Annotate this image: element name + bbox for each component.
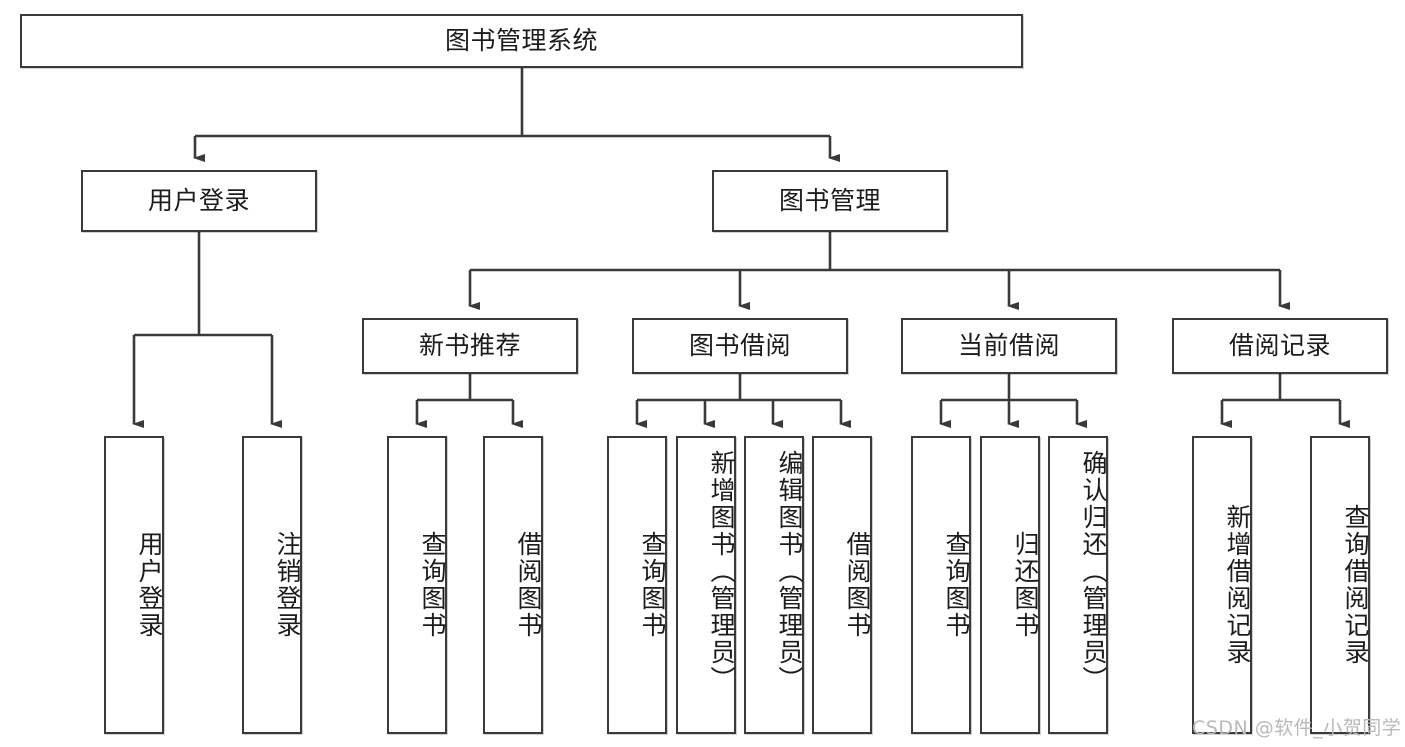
node-label: 归还图书 (1011, 531, 1040, 639)
node-label: 借阅记录 (1228, 331, 1331, 361)
node-label: 注销登录 (273, 531, 302, 639)
node-user-login[interactable]: 用户登录 (81, 170, 317, 232)
node-book-borrow[interactable]: 图书借阅 (632, 318, 848, 374)
node-leaf-query-book-1[interactable]: 查询图书 (387, 436, 447, 734)
node-leaf-add-record[interactable]: 新增借阅记录 (1192, 436, 1252, 734)
node-label: 借阅图书 (514, 531, 543, 639)
node-leaf-borrow-book-1[interactable]: 借阅图书 (483, 436, 543, 734)
node-leaf-edit-book[interactable]: 编辑图书（管理员） (744, 436, 804, 734)
node-label: 借阅图书 (843, 531, 872, 639)
node-label: 用户登录 (135, 531, 164, 639)
node-leaf-confirm-return[interactable]: 确认归还（管理员） (1048, 436, 1108, 734)
node-book-management[interactable]: 图书管理 (712, 170, 948, 232)
node-current-borrow[interactable]: 当前借阅 (901, 318, 1117, 374)
node-borrow-record[interactable]: 借阅记录 (1172, 318, 1388, 374)
node-leaf-query-book-3[interactable]: 查询图书 (911, 436, 971, 734)
node-leaf-query-book-2[interactable]: 查询图书 (607, 436, 667, 734)
node-label: 查询借阅记录 (1341, 504, 1370, 666)
node-label: 图书管理系统 (444, 26, 598, 56)
node-label: 新增图书（管理员） (707, 450, 736, 693)
node-root-book-management-system[interactable]: 图书管理系统 (20, 14, 1023, 68)
node-label: 新书推荐 (418, 331, 521, 361)
node-leaf-user-login[interactable]: 用户登录 (104, 436, 164, 734)
node-leaf-return-book[interactable]: 归还图书 (980, 436, 1040, 734)
node-leaf-query-record[interactable]: 查询借阅记录 (1310, 436, 1370, 734)
csdn-watermark: CSDN @软件_小贺同学 (1192, 717, 1402, 739)
node-leaf-add-book[interactable]: 新增图书（管理员） (676, 436, 736, 734)
node-new-book-recommend[interactable]: 新书推荐 (362, 318, 578, 374)
node-leaf-borrow-book-2[interactable]: 借阅图书 (812, 436, 872, 734)
node-label: 新增借阅记录 (1223, 504, 1252, 666)
node-label: 查询图书 (638, 531, 667, 639)
node-label: 编辑图书（管理员） (775, 450, 804, 693)
node-label: 图书管理 (778, 186, 881, 216)
node-label: 当前借阅 (957, 331, 1060, 361)
node-label: 用户登录 (147, 186, 250, 216)
node-leaf-logout[interactable]: 注销登录 (242, 436, 302, 734)
node-label: 图书借阅 (688, 331, 791, 361)
node-label: 查询图书 (418, 531, 447, 639)
node-label: 确认归还（管理员） (1079, 450, 1108, 693)
node-label: 查询图书 (942, 531, 971, 639)
